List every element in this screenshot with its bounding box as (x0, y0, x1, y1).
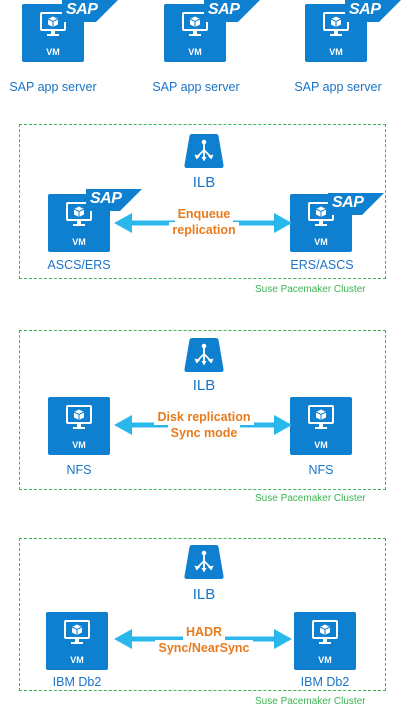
sap-logo-text: SAP (208, 1, 240, 18)
replication-line-2: Sync/NearSync (155, 640, 253, 656)
db2-caption-right: IBM Db2 (300, 675, 350, 689)
vm-label: VM (329, 47, 343, 57)
nfs-caption-left: NFS (66, 463, 92, 477)
sap-logo: SAP (328, 193, 384, 215)
app-server-caption-3: SAP app server (294, 80, 382, 94)
nfs-vm-right[interactable]: VM (290, 397, 352, 455)
sap-logo: SAP (204, 0, 260, 22)
sap-logo-text: SAP (349, 1, 381, 18)
nfs-vm-left[interactable]: VM (48, 397, 110, 455)
vm-label: VM (46, 47, 60, 57)
ilb-label: ILB (192, 174, 216, 191)
replication-line-1: Disk replication (154, 409, 254, 425)
cluster-label: Suse Pacemaker Cluster (255, 696, 366, 707)
cluster-label: Suse Pacemaker Cluster (255, 493, 366, 504)
sap-logo-text: SAP (66, 1, 98, 18)
sap-logo: SAP (345, 0, 401, 22)
db2-vm-left[interactable]: VM (46, 612, 108, 670)
db2-vm-right[interactable]: VM (294, 612, 356, 670)
db2-caption-left: IBM Db2 (52, 675, 102, 689)
vm-label: VM (72, 440, 86, 450)
cluster-label: Suse Pacemaker Cluster (255, 284, 366, 295)
vm-label: VM (314, 237, 328, 247)
replication-line-2: replication (169, 222, 239, 238)
replication-line-1: HADR (182, 624, 226, 640)
sap-logo: SAP (62, 0, 118, 22)
load-balancer-icon[interactable] (184, 338, 224, 372)
monitor-cube-icon (64, 620, 90, 646)
cluster-boundary (19, 538, 386, 691)
vm-label: VM (72, 237, 86, 247)
vm-label: VM (188, 47, 202, 57)
app-server-caption-2: SAP app server (152, 80, 240, 94)
ascs-caption: ASCS/ERS (47, 258, 111, 272)
ilb-label: ILB (192, 586, 216, 603)
load-balancer-icon[interactable] (184, 134, 224, 168)
app-server-caption-1: SAP app server (9, 80, 97, 94)
vm-label: VM (314, 440, 328, 450)
sap-logo-text: SAP (90, 190, 122, 207)
replication-label: HADR Sync/NearSync (104, 624, 304, 656)
cluster-boundary (19, 124, 386, 279)
monitor-cube-icon (308, 405, 334, 431)
vm-label: VM (70, 655, 84, 665)
vm-label: VM (318, 655, 332, 665)
replication-line-1: Enqueue (174, 206, 234, 222)
sap-logo: SAP (86, 189, 142, 211)
monitor-cube-icon (312, 620, 338, 646)
load-balancer-icon[interactable] (184, 545, 224, 579)
nfs-caption-right: NFS (308, 463, 334, 477)
ers-vm[interactable]: VM (290, 194, 352, 252)
replication-label: Enqueue replication (104, 206, 304, 238)
ilb-label: ILB (192, 377, 216, 394)
monitor-cube-icon (66, 405, 92, 431)
replication-line-2: Sync mode (167, 425, 241, 441)
replication-label: Disk replication Sync mode (104, 409, 304, 441)
sap-logo-text: SAP (332, 194, 364, 211)
ers-caption: ERS/ASCS (290, 258, 354, 272)
cluster-boundary (19, 330, 386, 490)
